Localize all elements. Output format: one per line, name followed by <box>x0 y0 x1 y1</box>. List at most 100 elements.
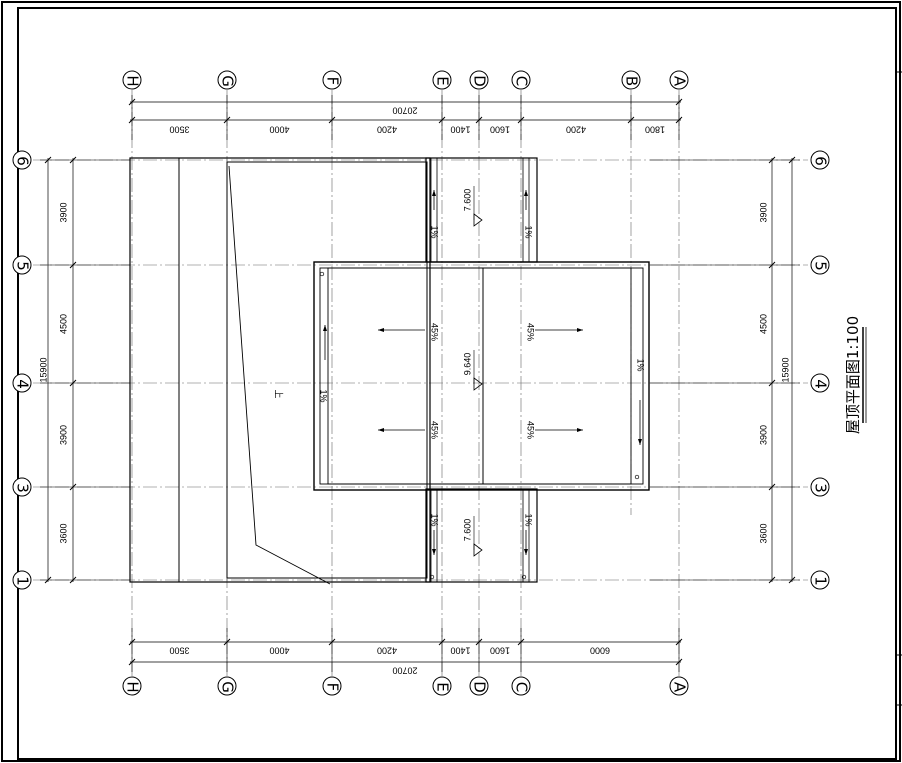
left-roof-inner-outline <box>226 161 428 579</box>
gutter-slope-left: 1% <box>319 389 329 402</box>
axis-bubble-right-3-label: 3 <box>812 483 830 493</box>
roof-drain-2 <box>634 474 640 480</box>
axis-bubble-left-1-label: 1 <box>14 576 32 586</box>
axis-bubble-bottom-E-label: E <box>434 682 452 691</box>
axis-bubble-bottom-F-circle <box>322 676 342 696</box>
wing-arrow-3-head <box>432 549 436 555</box>
bottom-seg-tick-1 <box>223 638 231 646</box>
axis-bubble-top-A-circle <box>669 70 689 90</box>
left-seg-tick-3 <box>69 483 77 491</box>
axis-bubble-bottom-A-label: A <box>671 682 689 693</box>
bottom-seg-tick-4 <box>475 638 483 646</box>
top-seg-dim-6: 1800 <box>645 125 665 135</box>
wing-arrow-1-head <box>432 190 436 196</box>
axis-bubble-bottom-E-circle <box>432 676 452 696</box>
bottom-seg-dim-3: 1400 <box>450 646 470 656</box>
drawing-title-group: 屋顶平面图1:100 <box>844 316 867 434</box>
axis-bubble-right-4-label: 4 <box>812 379 830 389</box>
axis-bubble-right-4-circle <box>810 373 830 393</box>
left-roof-outline <box>129 157 431 583</box>
axis-bubble-left-6-label: 6 <box>14 156 32 166</box>
bottom-seg-dim-4: 1600 <box>490 646 510 656</box>
left-roof-hip-line <box>228 165 331 585</box>
right-seg-dim-3: 3600 <box>758 523 768 543</box>
bottom-seg-dim-5: 6000 <box>590 646 610 656</box>
axis-bubble-bottom-H-label: H <box>124 681 142 692</box>
slope-label-4: 45% <box>526 421 536 439</box>
left-seg-dim-2: 3900 <box>58 425 68 445</box>
axis-bubble-bottom-D-circle <box>469 676 489 696</box>
axis-bubble-top-G-label: G <box>219 75 237 87</box>
elevation-center-value: 9.640 <box>462 353 472 376</box>
top-seg-tick-H <box>128 116 136 124</box>
top-seg-tick-G <box>223 116 231 124</box>
bottom-seg-dim-0: 3500 <box>169 646 189 656</box>
wing-slope-3: 1% <box>430 513 440 526</box>
slope-label-2: 45% <box>430 421 440 439</box>
right-seg-tick-4 <box>768 379 776 387</box>
bottom-total-tick-1 <box>675 658 683 666</box>
axis-bubble-bottom-H-circle <box>122 676 142 696</box>
right-seg-dim-2: 3900 <box>758 425 768 445</box>
axis-bubble-right-5-circle <box>810 255 830 275</box>
roof-outline <box>129 157 650 585</box>
right-total-tick-1 <box>788 576 796 584</box>
axis-bubble-left-4-circle <box>12 373 32 393</box>
axis-bubble-top-C-circle <box>511 70 531 90</box>
axis-bubble-bottom-C-circle <box>511 676 531 696</box>
wing-slope-1: 1% <box>430 225 440 238</box>
slope-arrow-3-head <box>577 328 583 332</box>
bottom-seg-dim-1: 4000 <box>269 646 289 656</box>
right-seg-tick-5 <box>768 261 776 269</box>
axis-bubble-top-D-label: D <box>471 75 489 87</box>
top-total-dim: 20700 <box>392 106 417 116</box>
bottom-seg-tick-0 <box>128 638 136 646</box>
bottom-wing-gutter-right <box>522 488 530 583</box>
axis-bubble-left-1-circle <box>12 570 32 590</box>
left-roof-label: 上 <box>274 389 284 398</box>
central-roof-outline <box>313 261 650 491</box>
axis-bubble-left-6-circle <box>12 150 32 170</box>
top-seg-tick-F <box>328 116 336 124</box>
axis-bubble-right-5-label: 5 <box>812 261 830 271</box>
axis-bubble-top-E-circle <box>432 70 452 90</box>
axis-bubble-bottom-F-label: F <box>324 683 342 692</box>
slope-arrow-2-head <box>378 428 384 432</box>
left-seg-tick-6 <box>69 156 77 164</box>
axis-bubble-right-6-label: 6 <box>812 156 830 166</box>
slope-label-1: 45% <box>430 323 440 341</box>
bottom-seg-tick-6 <box>675 638 683 646</box>
wing-arrow-4-head <box>524 549 528 555</box>
top-seg-dim-4: 1600 <box>490 125 510 135</box>
axis-bubble-right-1-label: 1 <box>812 576 830 586</box>
right-seg-dim-1: 4500 <box>758 314 768 334</box>
bottom-seg-tick-3 <box>438 638 446 646</box>
left-seg-tick-5 <box>69 261 77 269</box>
axis-bubble-left-3-label: 3 <box>14 483 32 493</box>
left-total-tick-1 <box>44 576 52 584</box>
axis-bubble-top-F-label: F <box>324 77 342 86</box>
axis-bubble-bottom-D-label: D <box>471 681 489 693</box>
bottom-seg-tick-5 <box>517 638 525 646</box>
axis-bubble-left-4-label: 4 <box>14 379 32 389</box>
axis-bubble-top-D-circle <box>469 70 489 90</box>
axis-bubble-top-B-circle <box>621 70 641 90</box>
axis-bubble-left-5-circle <box>12 255 32 275</box>
axis-bubble-top-H-label: H <box>124 75 142 86</box>
drawing-title: 屋顶平面图1:100 <box>844 316 862 434</box>
slope-arrow-1-head <box>378 328 384 332</box>
right-seg-tick-3 <box>768 483 776 491</box>
left-seg-dim-1: 4500 <box>58 314 68 334</box>
wing-slope-2: 1% <box>524 225 534 238</box>
left-total-tick-0 <box>44 156 52 164</box>
axis-bubble-top-H-circle <box>122 70 142 90</box>
top-seg-tick-E <box>438 116 446 124</box>
axis-bubble-bottom-A-circle <box>669 676 689 696</box>
central-roof-inner <box>327 267 632 485</box>
left-seg-dim-3: 3600 <box>58 523 68 543</box>
